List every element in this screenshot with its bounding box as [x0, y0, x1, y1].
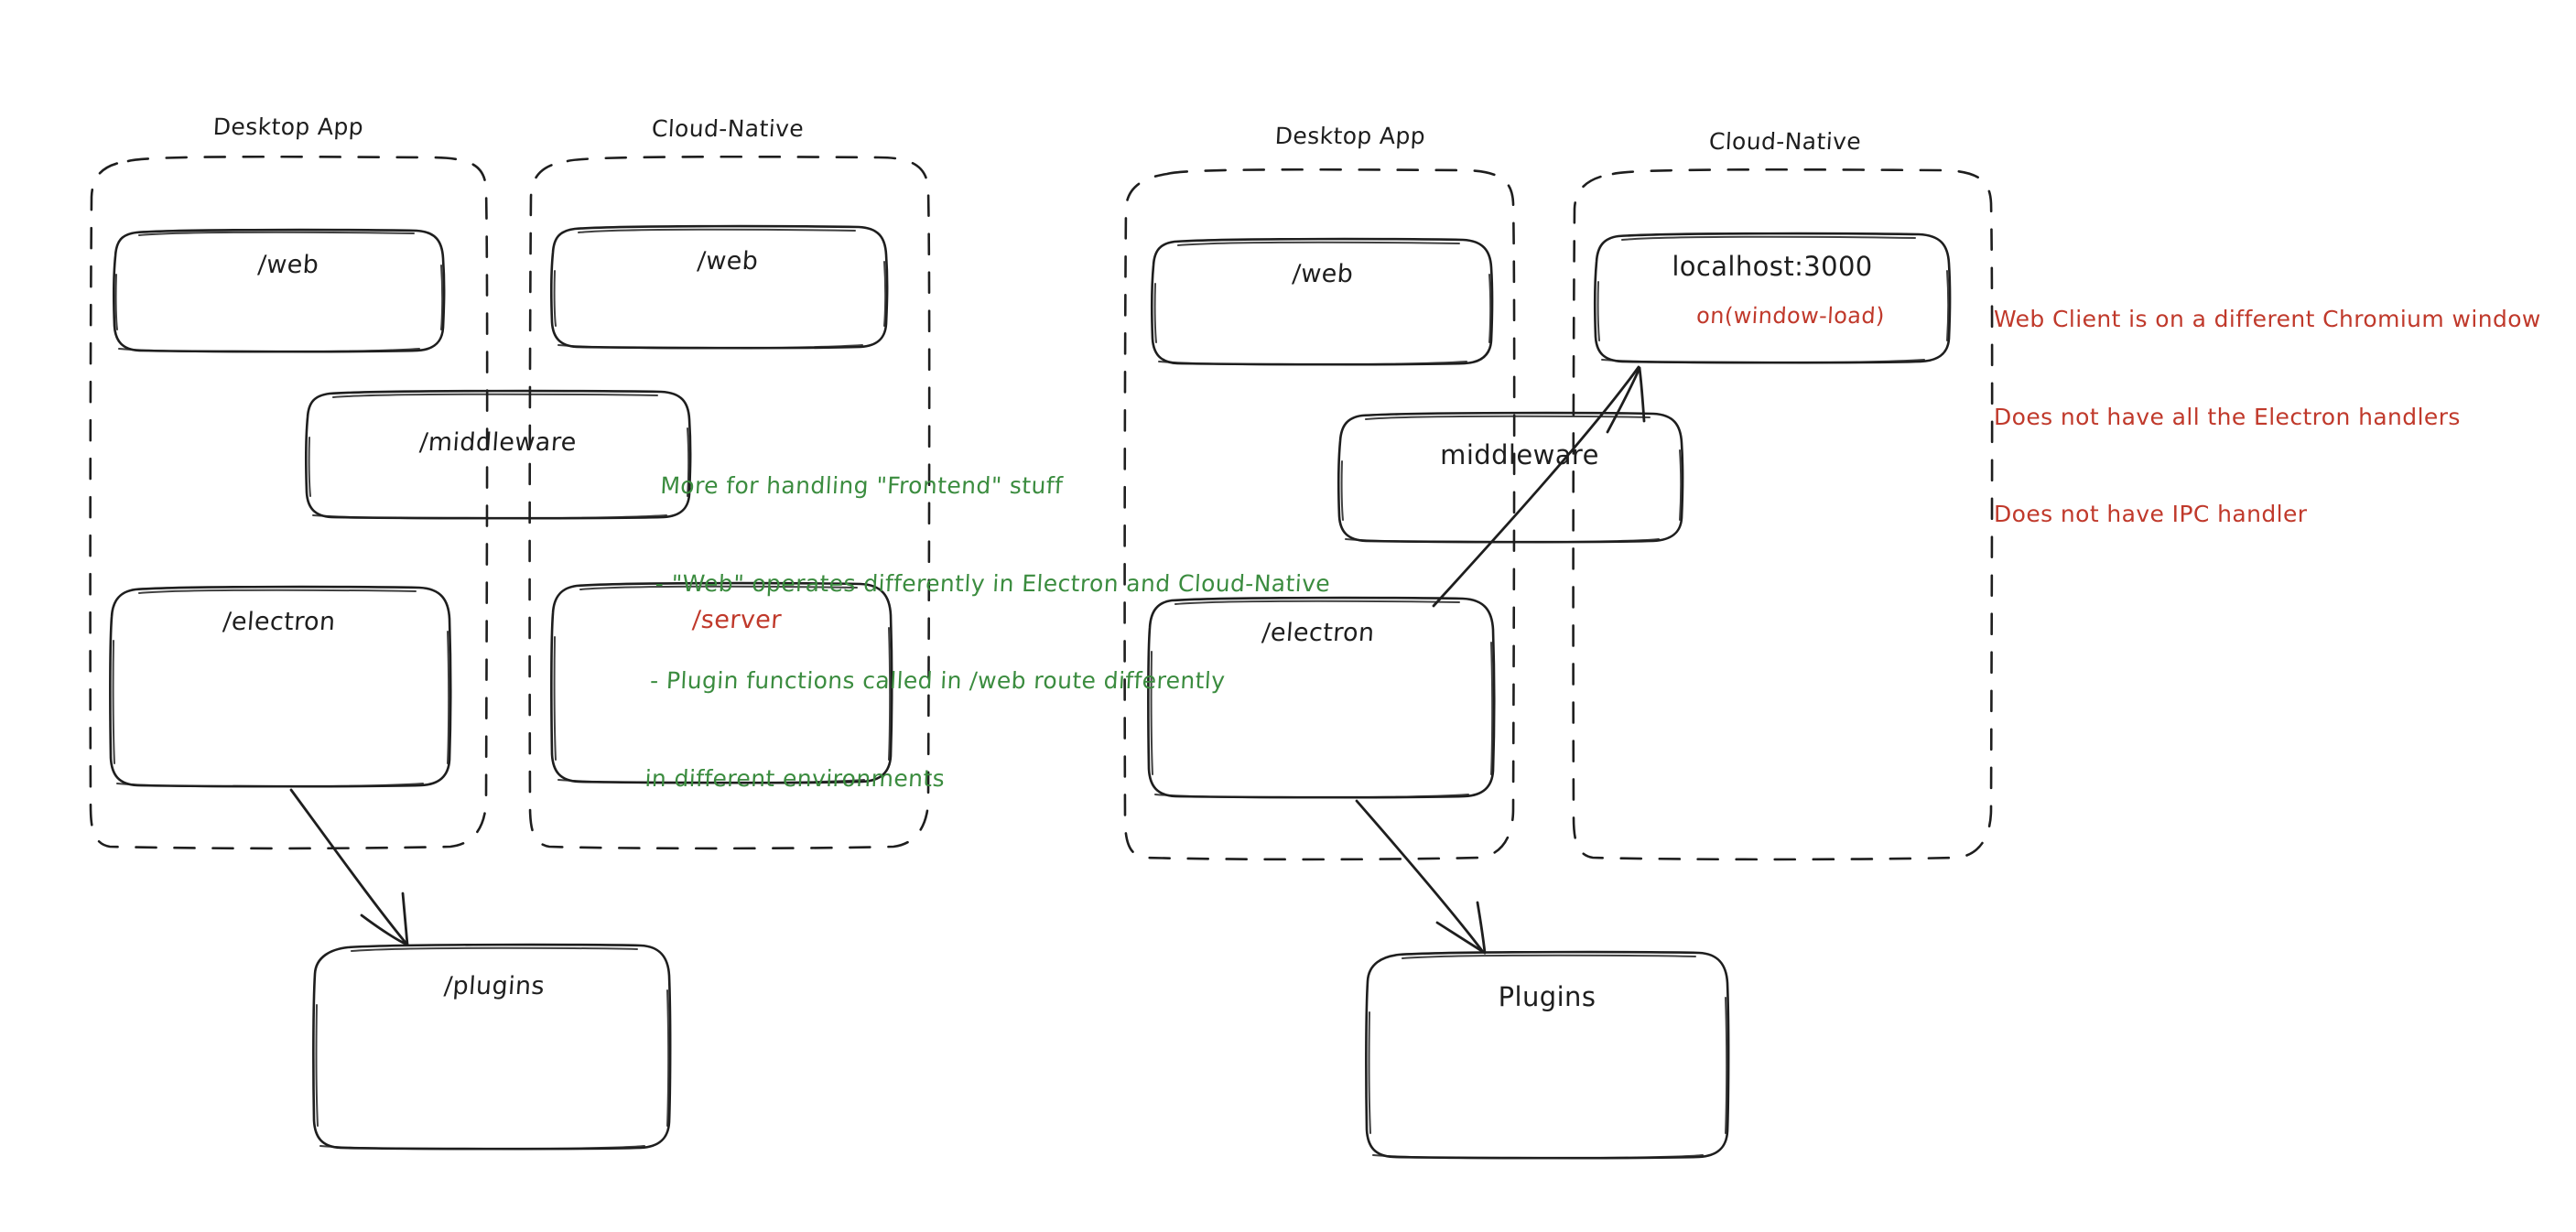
- red-annotation-note: Web Client is on a different Chromium wi…: [1994, 238, 2541, 596]
- right-electron-to-localhost-arrow: [1432, 365, 1646, 608]
- right-plugins-box[interactable]: [1365, 950, 1730, 1160]
- left-plugins-label: /plugins: [443, 972, 547, 1000]
- right-electron-box[interactable]: [1147, 596, 1496, 799]
- left-electron-label: /electron: [222, 608, 337, 636]
- green-note-line-2: - "Web" operates differently in Electron…: [655, 569, 1331, 597]
- right-cloud-native-group-label: Cloud-Native: [1708, 128, 1862, 155]
- left-electron-box[interactable]: [109, 585, 452, 788]
- right-cloud-native-group-outline: [1572, 168, 1994, 861]
- left-desktop-web-box[interactable]: [113, 228, 446, 353]
- right-desktop-app-group-outline: [1123, 168, 1516, 861]
- right-electron-to-plugins-arrow: [1355, 799, 1487, 955]
- red-note-line-2: Does not have all the Electron handlers: [1994, 403, 2461, 430]
- left-server-box[interactable]: [550, 581, 893, 784]
- right-desktop-web-label: /web: [1291, 260, 1355, 288]
- green-note-line-1: More for handling "Frontend" stuff: [659, 472, 1064, 499]
- left-electron-to-plugins-arrow: [289, 788, 409, 946]
- left-cloud-web-box[interactable]: [550, 224, 889, 350]
- left-desktop-web-label: /web: [256, 251, 320, 279]
- right-middleware-box[interactable]: [1337, 411, 1684, 544]
- left-cloud-web-label: /web: [696, 247, 760, 276]
- right-middleware-label: middleware: [1440, 439, 1599, 470]
- right-localhost-label: localhost:3000: [1672, 251, 1873, 282]
- left-plugins-box[interactable]: [312, 943, 672, 1151]
- left-middleware-box[interactable]: [305, 389, 692, 520]
- red-note-line-3: Does not have IPC handler: [1994, 501, 2308, 527]
- left-cloud-native-group-outline: [528, 155, 931, 850]
- green-annotation-note: More for handling "Frontend" stuff - "We…: [641, 405, 1339, 859]
- green-note-line-4: in different environments: [644, 764, 946, 792]
- right-localhost-box[interactable]: [1594, 232, 1952, 364]
- left-desktop-app-group-label: Desktop App: [212, 113, 364, 140]
- left-cloud-native-group-label: Cloud-Native: [651, 115, 805, 142]
- left-desktop-app-group-outline: [89, 155, 489, 850]
- right-plugins-label: Plugins: [1498, 981, 1596, 1012]
- left-middleware-label: /middleware: [418, 428, 578, 457]
- right-localhost-sublabel: on(window-load): [1695, 303, 1886, 329]
- right-desktop-web-box[interactable]: [1151, 237, 1494, 366]
- green-note-line-3: - Plugin functions called in /web route …: [649, 667, 1227, 694]
- right-desktop-app-group-label: Desktop App: [1274, 123, 1426, 149]
- red-note-line-1: Web Client is on a different Chromium wi…: [1994, 306, 2541, 332]
